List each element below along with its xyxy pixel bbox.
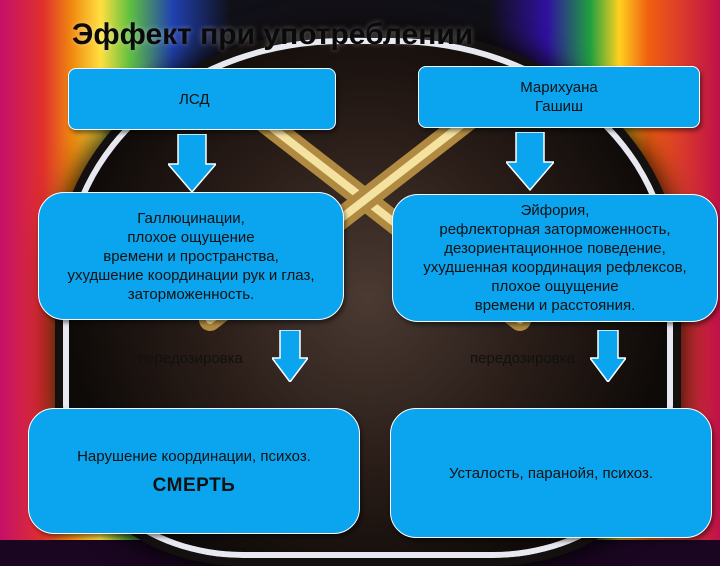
effects-box-marijuana: Эйфория, рефлекторная заторможенность, д… xyxy=(392,194,718,322)
overdose-label-marijuana: передозировка xyxy=(470,350,575,367)
drug-label-marijuana: Марихуана Гашиш xyxy=(520,79,598,115)
drug-box-marijuana: Марихуана Гашиш xyxy=(418,66,700,128)
death-label: СМЕРТЬ xyxy=(152,475,236,496)
drug-box-lsd: ЛСД xyxy=(68,68,336,130)
overdose-label-lsd: передозировка xyxy=(138,350,243,367)
effects-text-lsd: Галлюцинации, плохое ощущение времени и … xyxy=(67,209,315,303)
arrow-down-icon xyxy=(590,330,626,382)
page-title: Эффект при употреблении xyxy=(72,18,474,51)
outcome-effect-lsd: Нарушение координации, психоз. xyxy=(77,448,311,465)
effects-text-marijuana: Эйфория, рефлекторная заторможенность, д… xyxy=(423,202,687,314)
effects-box-lsd: Галлюцинации, плохое ощущение времени и … xyxy=(38,192,344,320)
arrow-down-icon xyxy=(506,132,554,192)
arrow-down-icon xyxy=(272,330,308,382)
outcome-box-marijuana: Усталость, паранойя, психоз. xyxy=(390,408,712,538)
arrow-down-icon xyxy=(168,134,216,194)
outcome-box-lsd: Нарушение координации, психоз. СМЕРТЬ xyxy=(28,408,360,534)
drug-label-lsd: ЛСД xyxy=(179,90,210,108)
outcome-effect-marijuana: Усталость, паранойя, психоз. xyxy=(448,464,654,482)
